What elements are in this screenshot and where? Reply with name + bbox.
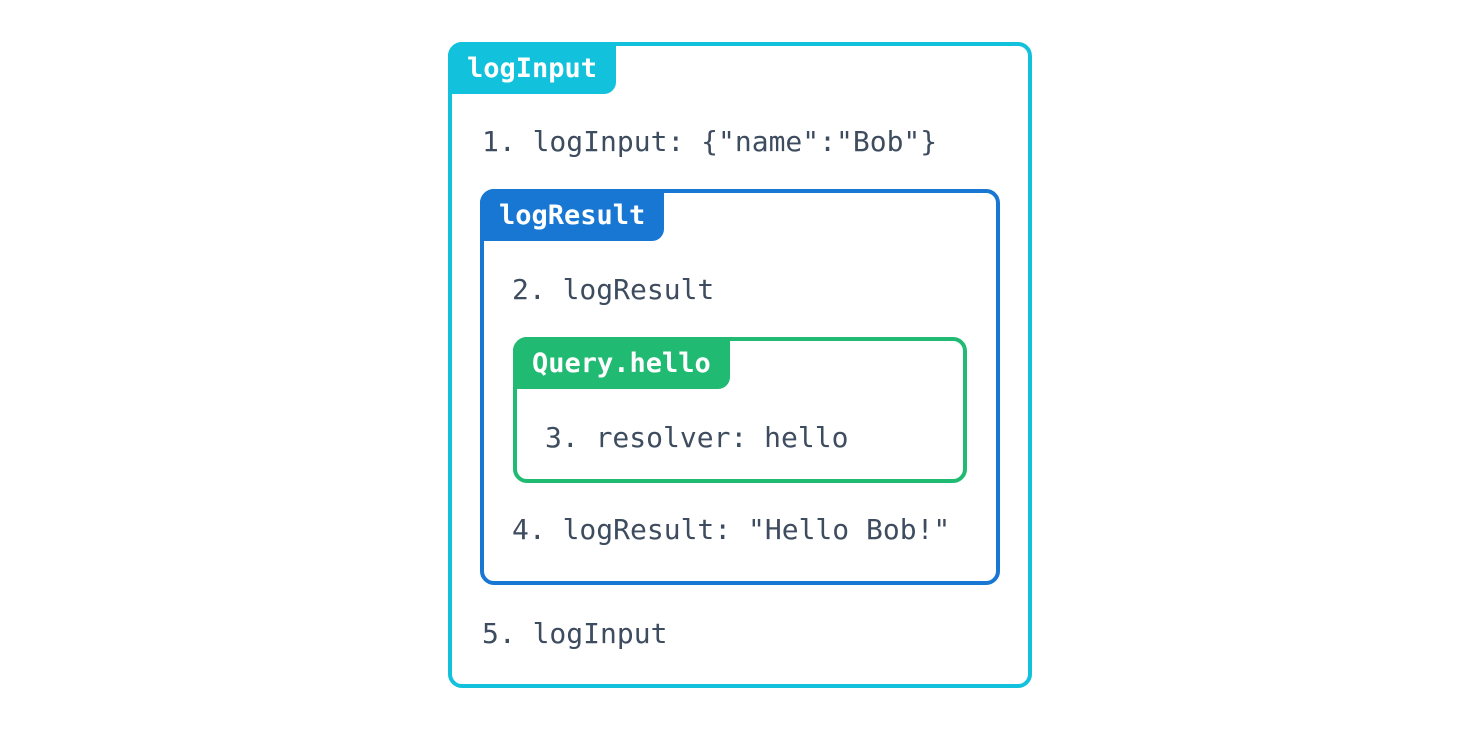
step-4-logresult-exit: 4. logResult: "Hello Bob!" [512, 513, 951, 546]
logresult-badge: logResult [480, 189, 665, 241]
query-hello-badge: Query.hello [513, 337, 730, 389]
loginput-plugin-box: logInput 1. logInput: {"name":"Bob"} log… [448, 42, 1032, 688]
logresult-plugin-box: logResult 2. logResult Query.hello 3. re… [480, 189, 1000, 585]
loginput-badge: logInput [448, 42, 617, 94]
step-1-loginput-enter: 1. logInput: {"name":"Bob"} [482, 125, 938, 158]
step-3-resolver: 3. resolver: hello [545, 421, 849, 454]
query-hello-resolver-box: Query.hello 3. resolver: hello [513, 337, 967, 483]
step-5-loginput-exit: 5. logInput [482, 617, 668, 650]
step-2-logresult-enter: 2. logResult [512, 273, 715, 306]
